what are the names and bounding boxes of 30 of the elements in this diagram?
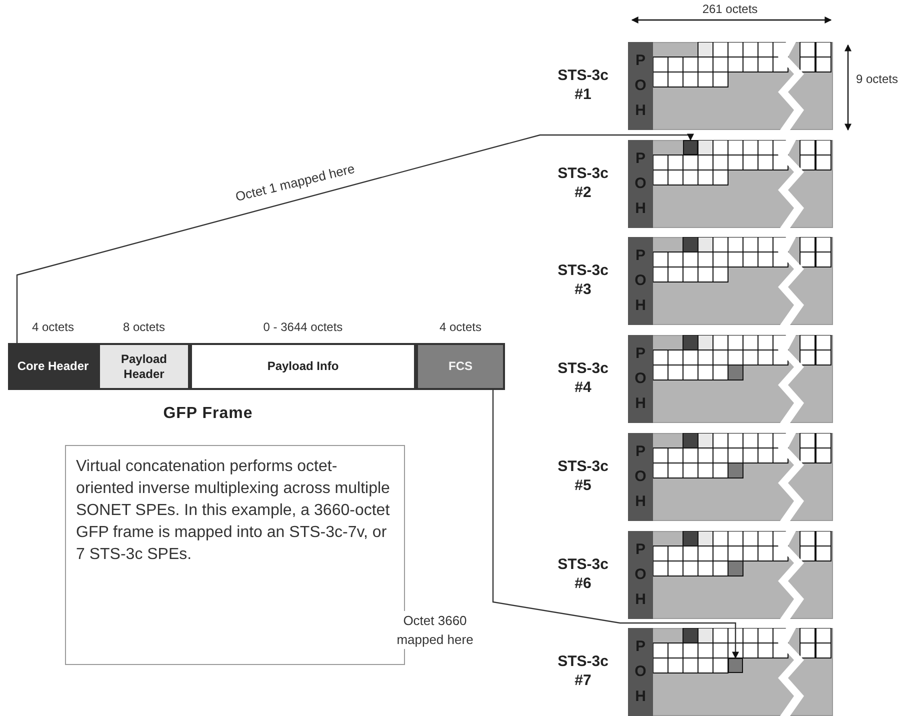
poh-column: POH [628,42,653,130]
poh-column: POH [628,237,653,325]
target-cell [728,658,743,673]
frame-caption: GFP Frame [162,405,254,423]
poh-column: POH [628,531,653,619]
frame-field: Core Header [8,343,98,390]
spe-label: STS-3c #7 [556,652,610,690]
dimension-label: 9 octets [855,72,899,87]
connector-arrow [16,134,694,343]
connector-arrow [492,390,739,659]
size-label: 4 octets [30,320,76,334]
frame-field: Payload Header [98,343,190,390]
dimension-label: 261 octets [701,2,759,17]
frame-field: Payload Info [190,343,416,390]
spe-label: STS-3c #5 [556,457,610,495]
size-label: 8 octets [122,320,166,334]
target-cell [683,140,698,155]
poh-column: POH [628,335,653,423]
size-label: 4 octets [438,320,483,334]
spe-label: STS-3c #4 [556,359,610,397]
size-label: 0 - 3644 octets [262,320,344,334]
frame-field: FCS [416,343,505,390]
spe-label: STS-3c #6 [556,555,610,593]
spe-label: STS-3c #2 [556,164,610,202]
spe-label: STS-3c #3 [556,261,610,299]
spe-label: STS-3c #1 [556,66,610,104]
poh-column: POH [628,433,653,521]
poh-column: POH [628,628,653,716]
poh-column: POH [628,140,653,228]
edge-label: Octet 3660 mapped here [395,611,475,649]
